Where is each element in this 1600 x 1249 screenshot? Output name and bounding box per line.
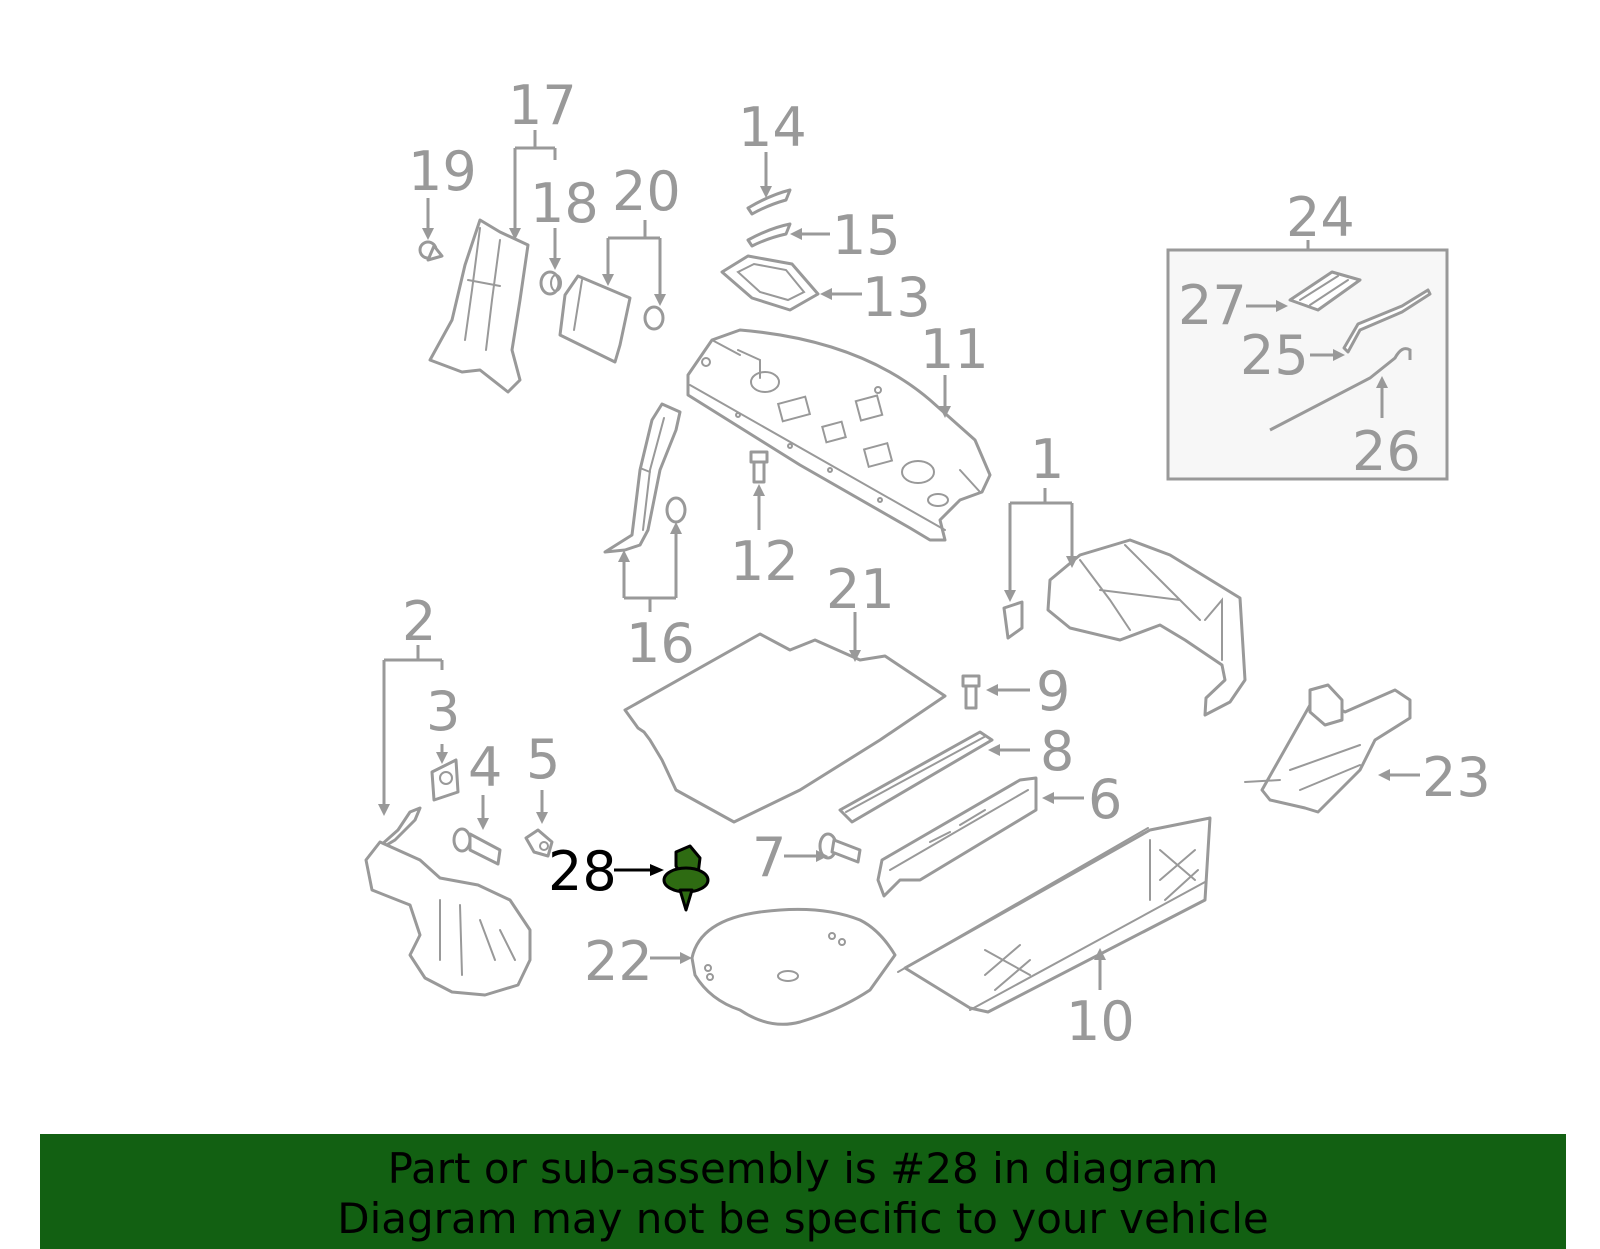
part-18-grommet[interactable] (539, 270, 562, 296)
callout-9[interactable]: 9 (1036, 660, 1070, 723)
part-5-clip[interactable] (524, 828, 554, 858)
callout-26[interactable]: 26 (1352, 420, 1421, 483)
part-28-fastener-highlighted[interactable] (662, 844, 710, 912)
callout-5[interactable]: 5 (526, 728, 560, 791)
part-25-wrench[interactable] (1342, 288, 1432, 354)
callout-14[interactable]: 14 (738, 96, 807, 159)
callout-8[interactable]: 8 (1040, 720, 1074, 783)
part-15-trim[interactable] (746, 222, 792, 248)
banner-disclaimer: Diagram may not be specific to your vehi… (337, 1194, 1269, 1243)
callout-10[interactable]: 10 (1066, 990, 1135, 1053)
leader-lines (378, 130, 1420, 990)
callout-19[interactable]: 19 (408, 140, 477, 203)
part-27-tool-bag[interactable] (1288, 270, 1362, 312)
callout-15[interactable]: 15 (832, 204, 901, 267)
callout-7[interactable]: 7 (752, 826, 786, 889)
part-8-rail[interactable] (838, 730, 994, 824)
callout-16[interactable]: 16 (626, 612, 695, 675)
banner-part-message: Part or sub-assembly is #28 in diagram (387, 1144, 1219, 1193)
callout-17[interactable]: 17 (508, 74, 577, 137)
part-22-floor-board[interactable] (690, 907, 897, 1026)
callout-23[interactable]: 23 (1422, 746, 1491, 809)
callout-4[interactable]: 4 (468, 736, 502, 799)
leader-28 (614, 864, 664, 876)
part-23-jack[interactable] (1244, 683, 1412, 814)
part-19-clip[interactable] (418, 240, 444, 262)
callout-2[interactable]: 2 (402, 590, 436, 653)
part-4-fastener[interactable] (452, 827, 502, 866)
callout-12[interactable]: 12 (730, 530, 799, 593)
part-3-clip[interactable] (430, 758, 460, 802)
callout-labels: 1 2 3 4 5 6 7 8 9 10 11 12 13 14 15 16 1… (402, 74, 1491, 1053)
part-1-side-trim[interactable] (1002, 538, 1247, 717)
info-banner: Part or sub-assembly is #28 in diagram D… (40, 1134, 1566, 1249)
part-17-trim-panel[interactable] (428, 218, 530, 394)
callout-28-highlighted[interactable]: 28 (548, 840, 617, 903)
callout-6[interactable]: 6 (1088, 768, 1122, 831)
callout-20[interactable]: 20 (612, 160, 681, 223)
callout-22[interactable]: 22 (584, 930, 653, 993)
callout-1[interactable]: 1 (1030, 428, 1064, 491)
callout-11[interactable]: 11 (920, 318, 989, 381)
part-9-bolt[interactable] (961, 674, 981, 710)
part-11-package-tray[interactable] (686, 328, 992, 542)
part-26-jack-handle[interactable] (1269, 347, 1412, 432)
callout-13[interactable]: 13 (862, 266, 931, 329)
callout-18[interactable]: 18 (530, 172, 599, 235)
part-2-side-trim[interactable] (364, 806, 532, 997)
callout-3[interactable]: 3 (426, 680, 460, 743)
part-6-rail[interactable] (876, 776, 1038, 898)
part-7-fastener[interactable] (818, 832, 862, 864)
part-12-bolt[interactable] (749, 450, 769, 484)
callout-27[interactable]: 27 (1178, 274, 1247, 337)
part-20-cover[interactable] (558, 274, 665, 364)
part-13-lamp-cover[interactable] (720, 254, 820, 312)
part-16-pillar-trim[interactable] (603, 402, 687, 554)
callout-25[interactable]: 25 (1240, 324, 1309, 387)
part-21-trunk-mat[interactable] (623, 632, 947, 824)
part-10-cargo-net[interactable] (897, 816, 1212, 1014)
part-14-trim[interactable] (746, 188, 792, 216)
callout-24[interactable]: 24 (1286, 186, 1355, 249)
callout-21[interactable]: 21 (826, 558, 895, 621)
